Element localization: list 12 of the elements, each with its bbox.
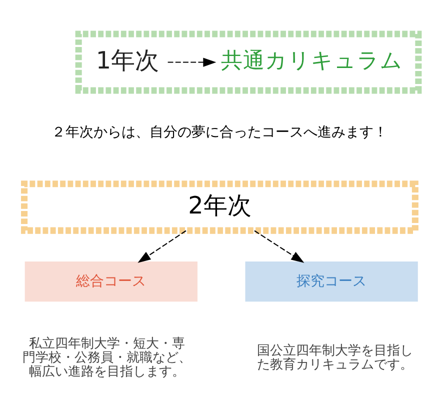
arrow: [254, 230, 304, 263]
node-text: 1年次: [96, 46, 160, 74]
node-label: 私立四年制大学・短大・専門学校・公務員・就職など、幅広い進路を目指します。: [22, 336, 192, 380]
node-box: 2年次: [21, 180, 418, 234]
node-box: 探究コース: [245, 262, 418, 302]
arrow: [168, 58, 216, 67]
cluster: [75, 30, 422, 94]
node-box: 総合コース: [24, 262, 198, 302]
node-label: 国公立四年制大学を目指した教育カリキュラムです。: [256, 343, 413, 373]
node-text: 共通カリキュラム: [221, 48, 404, 74]
arrow: [138, 230, 186, 263]
label: ２年次からは、自分の夢に合ったコースへ進みます！: [52, 124, 388, 141]
